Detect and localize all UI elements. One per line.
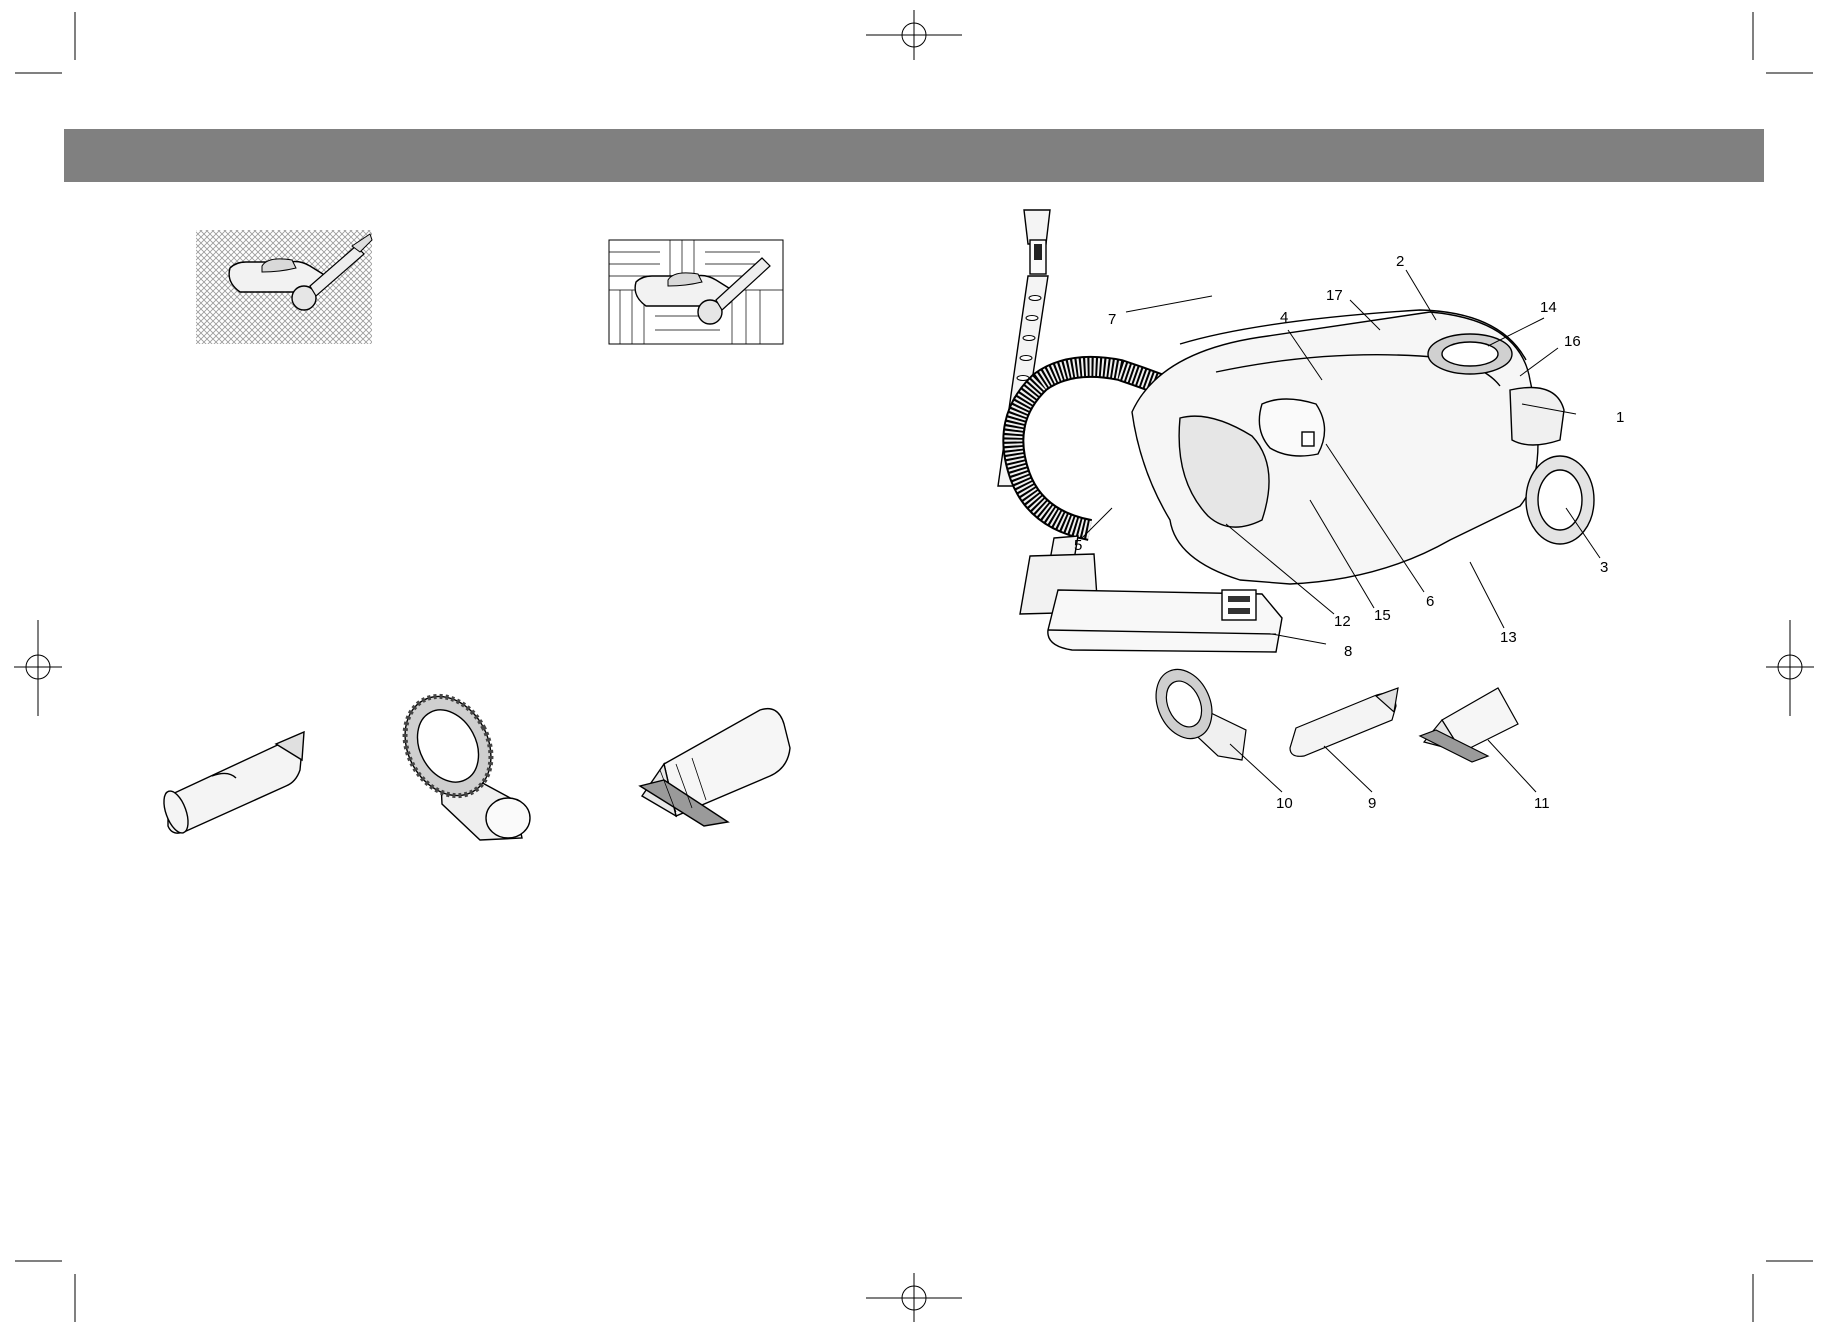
round-brush-illustration xyxy=(388,681,530,840)
vacuum-cleaner-illustration xyxy=(998,210,1594,652)
callout-8: 8 xyxy=(1344,643,1352,660)
upholstery-nozzle-small-illustration xyxy=(1420,688,1518,762)
callout-1: 1 xyxy=(1616,409,1624,426)
callout-11: 11 xyxy=(1534,795,1550,812)
callout-5: 5 xyxy=(1074,537,1082,554)
callout-13: 13 xyxy=(1500,629,1517,646)
brush-on-parquet-illustration xyxy=(609,240,783,344)
crop-marks xyxy=(15,12,1813,1322)
callout-7: 7 xyxy=(1108,311,1116,328)
crevice-tool-illustration xyxy=(159,732,304,836)
brush-on-carpet-illustration xyxy=(196,230,372,344)
callout-16: 16 xyxy=(1564,333,1581,350)
callout-3: 3 xyxy=(1600,559,1608,576)
callout-6: 6 xyxy=(1426,593,1434,610)
callout-2: 2 xyxy=(1396,253,1404,270)
registration-mark-right xyxy=(1766,620,1814,716)
registration-mark-bottom xyxy=(866,1273,962,1322)
callout-14: 14 xyxy=(1540,299,1557,316)
registration-mark-top xyxy=(866,10,962,60)
callout-4: 4 xyxy=(1280,309,1288,326)
header-band xyxy=(64,129,1764,182)
crevice-tool-small-illustration xyxy=(1290,688,1398,756)
callout-10: 10 xyxy=(1276,795,1293,812)
registration-mark-left xyxy=(14,620,62,716)
callout-9: 9 xyxy=(1368,795,1376,812)
callout-12: 12 xyxy=(1334,613,1351,630)
callout-15: 15 xyxy=(1374,607,1391,624)
callout-17: 17 xyxy=(1326,287,1343,304)
upholstery-nozzle-illustration xyxy=(640,709,790,826)
